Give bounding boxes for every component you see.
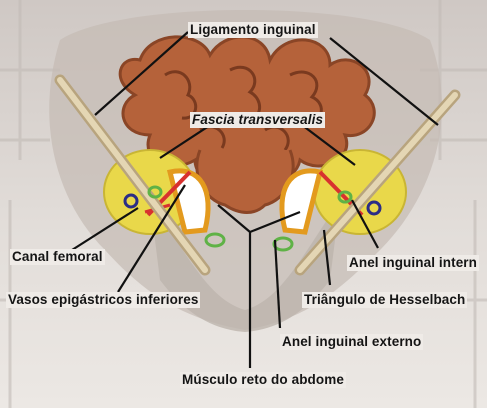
- label-anel-inguinal-externo: Anel inguinal externo: [280, 334, 424, 350]
- label-triangulo-hesselbach: Triângulo de Hesselbach: [302, 292, 468, 308]
- label-musculo-reto: Músculo reto do abdome: [180, 372, 346, 388]
- label-canal-femoral: Canal femoral: [10, 249, 105, 265]
- label-ligamento-inguinal: Ligamento inguinal: [188, 22, 318, 38]
- label-fascia-transversalis: Fascia transversalis: [190, 112, 326, 128]
- label-vasos-epigastricos: Vasos epigástricos inferiores: [6, 292, 201, 308]
- label-fascia-text: Fascia transversalis: [192, 112, 324, 127]
- green-ring-icon: [147, 185, 353, 252]
- label-leader-lines: [71, 31, 439, 368]
- blue-ring-icon: [123, 193, 382, 216]
- label-anel-inguinal-interno: Anel inguinal intern: [347, 255, 480, 271]
